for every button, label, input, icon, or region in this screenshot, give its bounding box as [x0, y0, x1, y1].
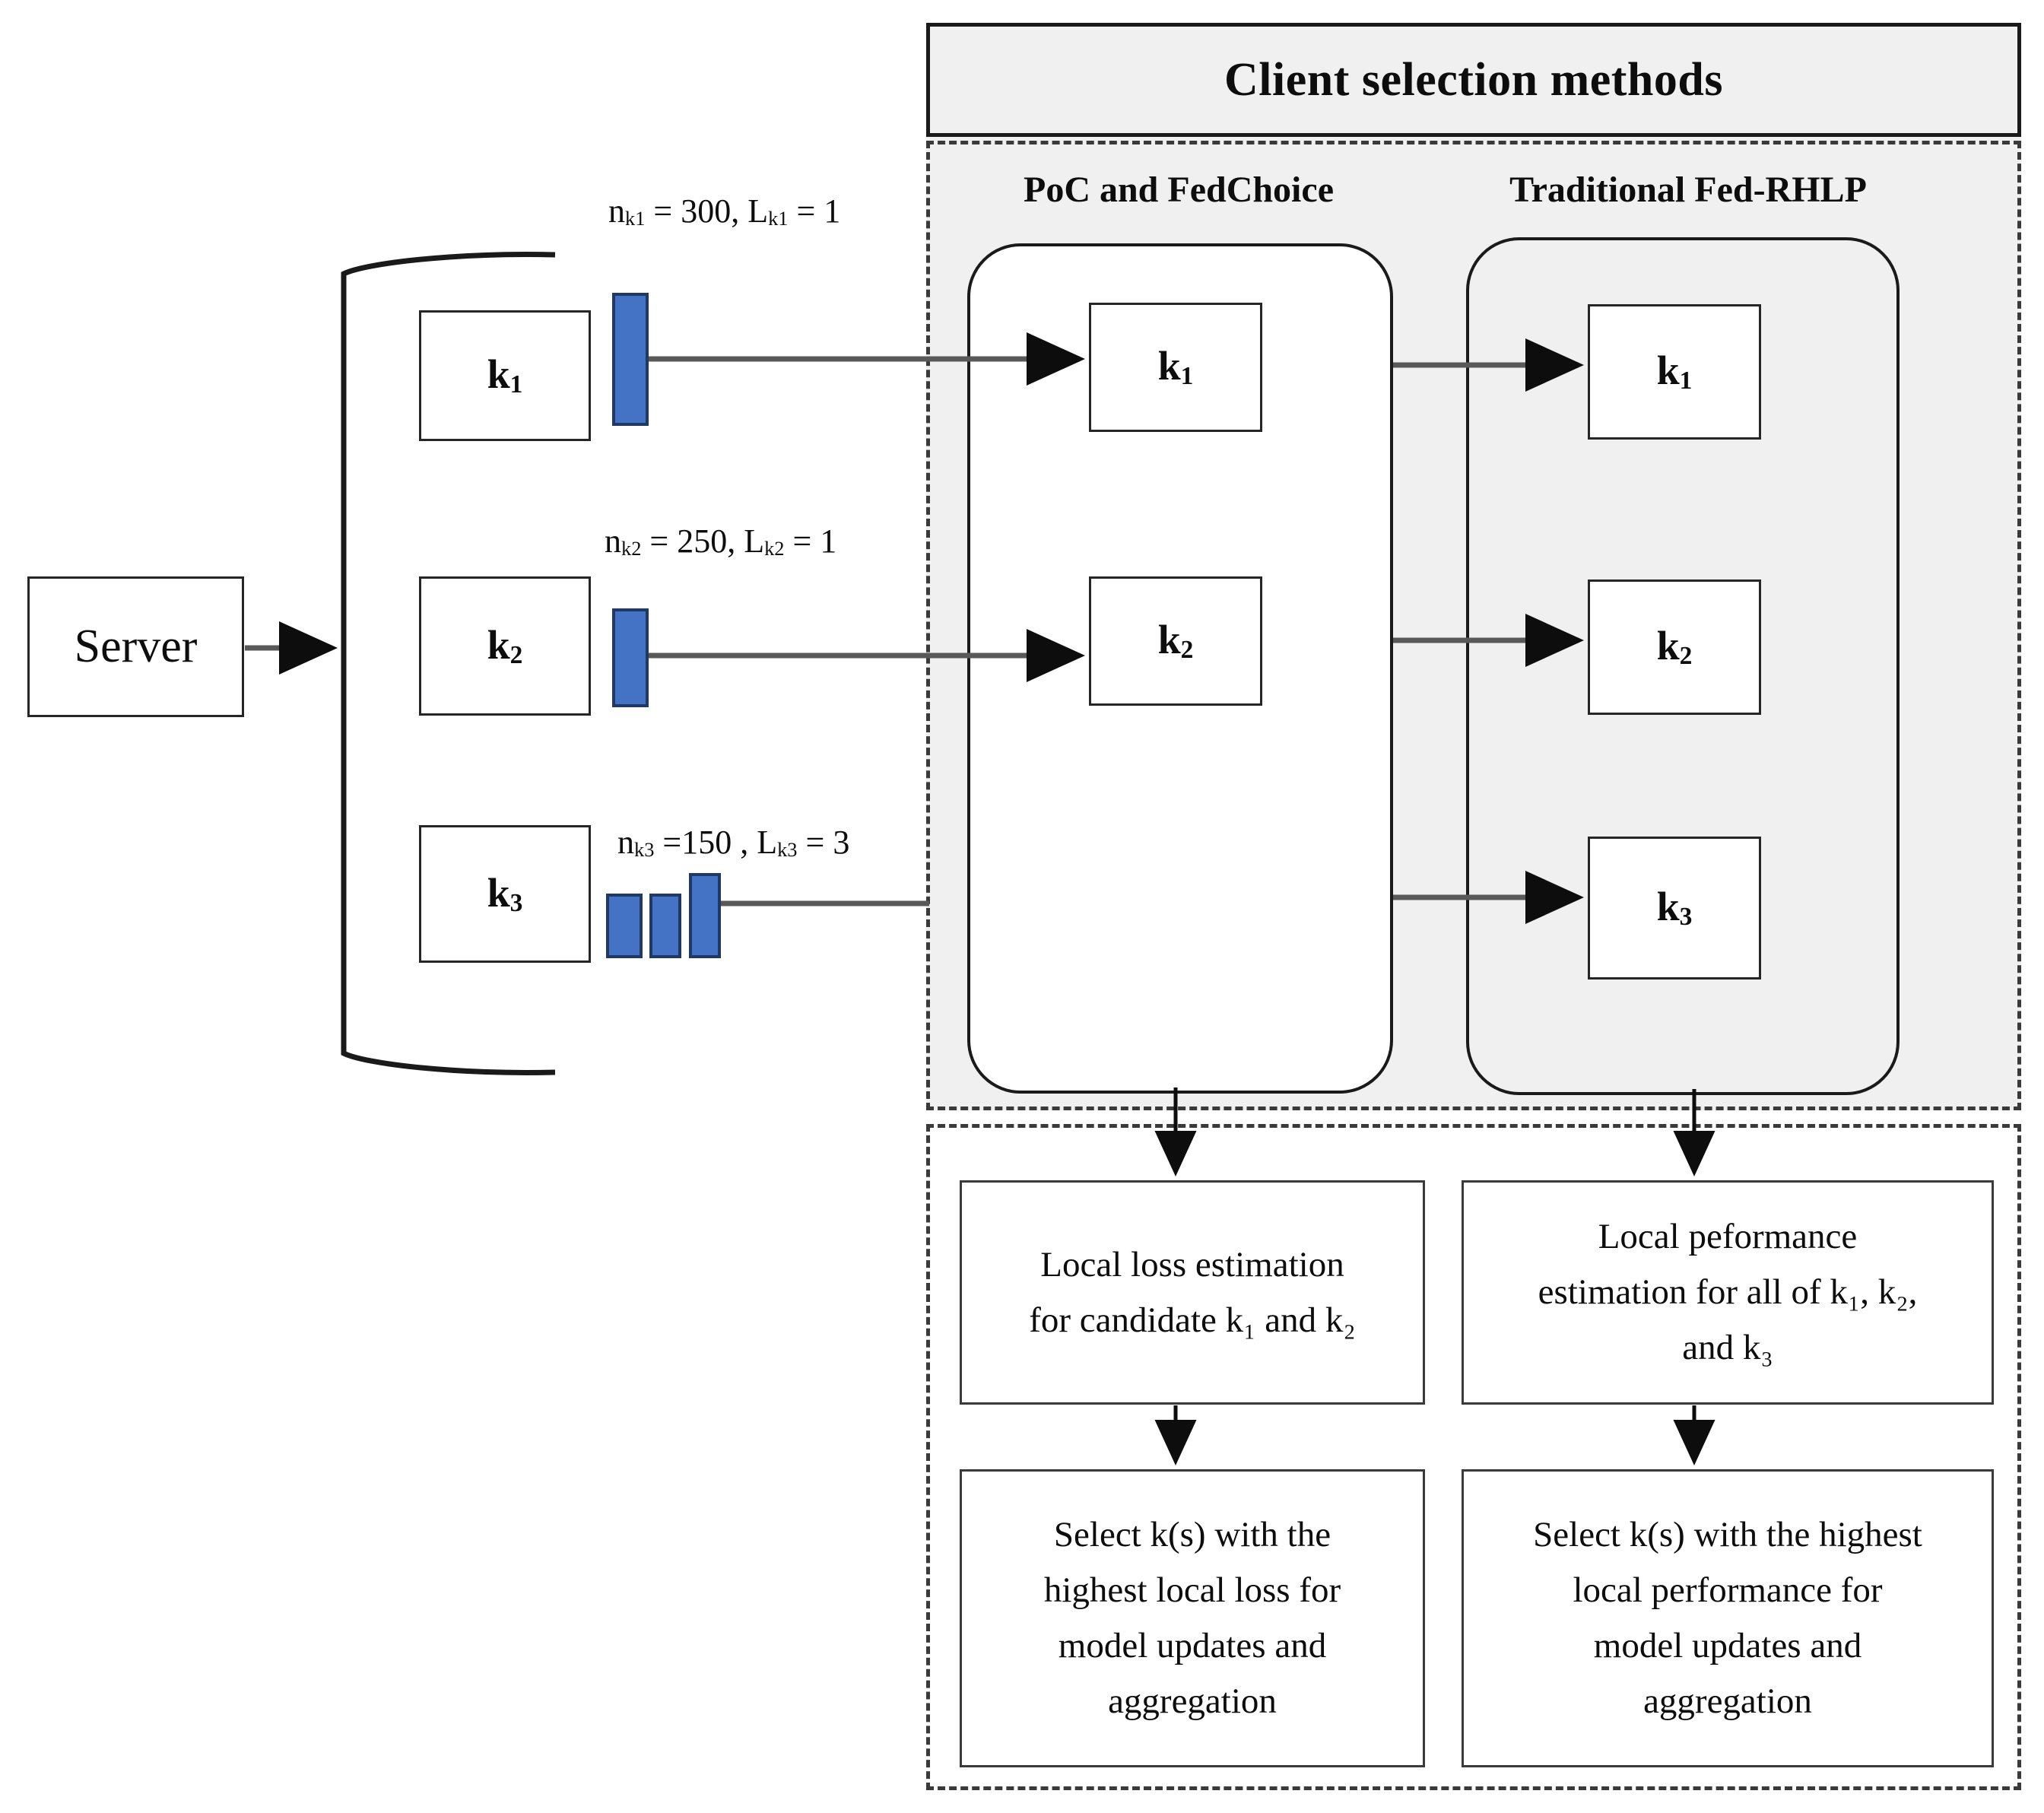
annot-n-eq-k1: = 300, [645, 192, 748, 230]
annot-l-sub-k1: k1 [768, 207, 789, 230]
data-bar-k3-2 [649, 894, 681, 958]
client-label-k3: k3 [487, 869, 523, 917]
client-box-k2-rhlp: k2 [1588, 579, 1761, 715]
annot-n-sub-k3: k3 [634, 838, 655, 862]
client-label-k3-rhlp: k3 [1656, 884, 1693, 932]
client-box-k2-source: k2 [419, 576, 591, 716]
column-title-traditional-fed-rhlp: Traditional Fed-RHLP [1509, 170, 1867, 210]
methods-title-bar: Client selection methods [926, 23, 2021, 137]
select-text-poc: Select k(s) with the highest local loss … [1043, 1515, 1341, 1721]
client-label-k1-poc: k1 [1157, 343, 1194, 391]
data-bar-k1-1 [612, 293, 649, 426]
client-label-k2: k2 [487, 621, 523, 669]
annotation-k3: nk3 =150 , Lk3 = 3 [617, 824, 850, 862]
annot-l-eq-k2: = 1 [784, 522, 837, 560]
client-box-k1-source: k1 [419, 310, 591, 441]
annot-l-sub-k3: k3 [777, 838, 798, 862]
client-label-k1-rhlp: k1 [1656, 348, 1693, 395]
select-box-rhlp: Select k(s) with the highest local perfo… [1462, 1469, 1994, 1767]
annotation-k2: nk2 = 250, Lk2 = 1 [605, 522, 837, 560]
page-title: Client selection methods [1224, 53, 1724, 106]
data-bar-k2-1 [612, 608, 649, 707]
estimation-box-rhlp: Local peformance estimation for all of k… [1462, 1180, 1994, 1405]
process-dashed-region [926, 1124, 2021, 1790]
estimation-box-poc: Local loss estimation for candidate k₁ a… [960, 1180, 1425, 1405]
client-box-k3-source: k3 [419, 825, 591, 963]
server-label: Server [74, 621, 198, 672]
server-box: Server [27, 576, 244, 717]
annot-n-eq-k3: =150 , [654, 824, 757, 861]
annot-n-sub-k1: k1 [625, 207, 646, 230]
client-subscript-k2: 2 [509, 640, 523, 669]
client-label-k1: k1 [487, 351, 523, 399]
client-box-k2-poc: k2 [1089, 576, 1262, 706]
annot-l-sub-k2: k2 [764, 537, 785, 560]
client-box-k3-rhlp: k3 [1588, 837, 1761, 980]
annotation-k1: nk1 = 300, Lk1 = 1 [608, 192, 841, 230]
annot-l-eq-k3: = 3 [797, 824, 850, 861]
select-text-rhlp: Select k(s) with the highest local perfo… [1533, 1515, 1922, 1721]
client-label-k2-poc: k2 [1157, 617, 1194, 665]
client-label-k2-rhlp: k2 [1656, 623, 1693, 671]
client-box-k1-poc: k1 [1089, 303, 1262, 432]
data-bar-k3-3 [689, 873, 721, 958]
annot-n-eq-k2: = 250, [641, 522, 744, 560]
client-box-k1-rhlp: k1 [1588, 304, 1761, 440]
column-title-poc-fedchoice: PoC and FedChoice [1024, 170, 1334, 210]
estimation-text-poc: Local loss estimation for candidate k₁ a… [1029, 1244, 1356, 1340]
select-box-poc: Select k(s) with the highest local loss … [960, 1469, 1425, 1767]
annot-l-eq-k1: = 1 [788, 192, 841, 230]
client-subscript-k3: 3 [509, 888, 523, 917]
data-bar-k3-1 [606, 894, 643, 958]
annot-n-sub-k2: k2 [621, 537, 642, 560]
estimation-text-rhlp: Local peformance estimation for all of k… [1538, 1217, 1918, 1367]
client-subscript-k1: 1 [509, 370, 523, 399]
